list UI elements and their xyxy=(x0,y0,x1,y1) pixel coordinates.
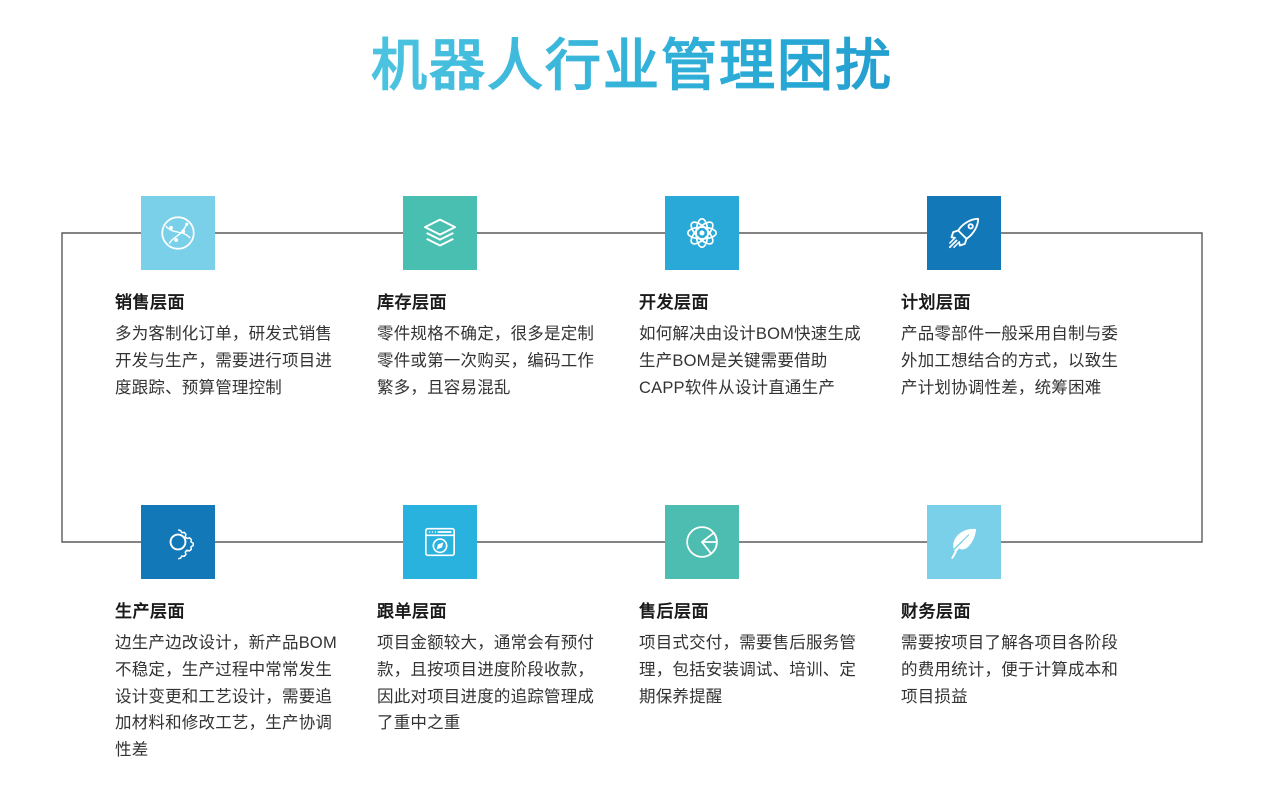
card-development: 开发层面 如何解决由设计BOM快速生成生产BOM是关键需要借助CAPP软件从设计… xyxy=(639,196,897,401)
card-inventory: 库存层面 零件规格不确定，很多是定制零件或第一次购买，编码工作繁多，且容易混乱 xyxy=(377,196,635,401)
card-body: 多为客制化订单，研发式销售开发与生产，需要进行项目进度跟踪、预算管理控制 xyxy=(115,325,333,397)
card-heading: 销售层面 xyxy=(115,293,185,312)
card-planning: 计划层面 产品零部件一般采用自制与委外加工想结合的方式，以致生产计划协调性差，统… xyxy=(901,196,1159,401)
card-body: 边生产边改设计，新产品BOM不稳定，生产过程中常常发生设计变更和工艺设计，需要追… xyxy=(115,634,337,759)
page-title: 机器人行业管理困扰 xyxy=(0,34,1264,98)
card-heading: 计划层面 xyxy=(901,293,971,312)
card-heading: 售后层面 xyxy=(639,602,709,621)
card-body: 项目金额较大，通常会有预付款，且按项目进度阶段收款，因此对项目进度的追踪管理成了… xyxy=(377,634,595,733)
browser-compass-icon xyxy=(403,505,477,579)
card-body: 产品零部件一般采用自制与委外加工想结合的方式，以致生产计划协调性差，统筹困难 xyxy=(901,325,1119,397)
feather-icon xyxy=(927,505,1001,579)
card-sales: 销售层面 多为客制化订单，研发式销售开发与生产，需要进行项目进度跟踪、预算管理控… xyxy=(115,196,373,401)
card-heading: 库存层面 xyxy=(377,293,447,312)
card-heading: 财务层面 xyxy=(901,602,971,621)
layers-stack-icon xyxy=(403,196,477,270)
card-heading: 跟单层面 xyxy=(377,602,447,621)
card-heading: 生产层面 xyxy=(115,602,185,621)
card-body: 项目式交付，需要售后服务管理，包括安装调试、培训、定期保养提醒 xyxy=(639,634,857,706)
pie-chart-icon xyxy=(665,505,739,579)
card-body: 如何解决由设计BOM快速生成生产BOM是关键需要借助CAPP软件从设计直通生产 xyxy=(639,325,861,397)
card-production: 生产层面 边生产边改设计，新产品BOM不稳定，生产过程中常常发生设计变更和工艺设… xyxy=(115,505,373,764)
globe-network-icon xyxy=(141,196,215,270)
card-order-tracking: 跟单层面 项目金额较大，通常会有预付款，且按项目进度阶段收款，因此对项目进度的追… xyxy=(377,505,635,737)
gear-icon xyxy=(141,505,215,579)
card-finance: 财务层面 需要按项目了解各项目各阶段的费用统计，便于计算成本和项目损益 xyxy=(901,505,1159,710)
card-body: 需要按项目了解各项目各阶段的费用统计，便于计算成本和项目损益 xyxy=(901,634,1119,706)
rocket-icon xyxy=(927,196,1001,270)
card-after-sales: 售后层面 项目式交付，需要售后服务管理，包括安装调试、培训、定期保养提醒 xyxy=(639,505,897,710)
card-heading: 开发层面 xyxy=(639,293,709,312)
card-body: 零件规格不确定，很多是定制零件或第一次购买，编码工作繁多，且容易混乱 xyxy=(377,325,595,397)
atom-icon xyxy=(665,196,739,270)
